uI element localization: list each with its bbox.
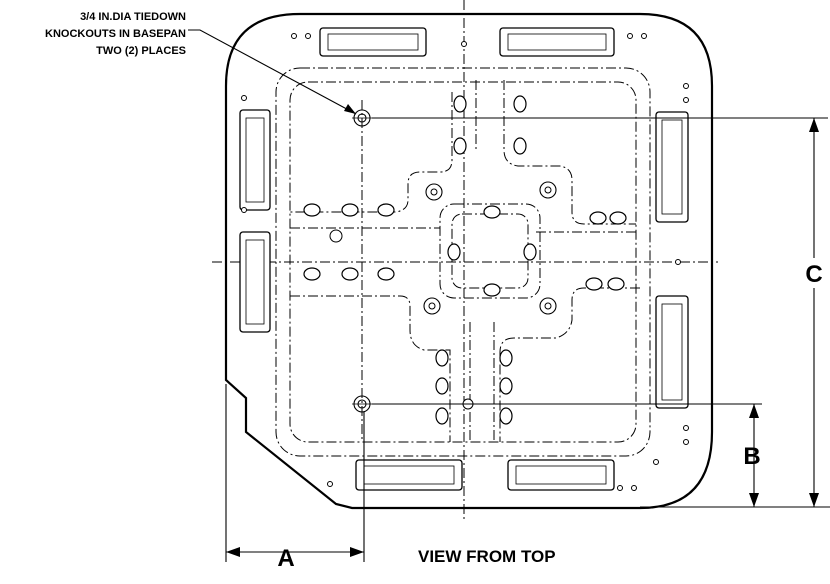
callout-line-2: KNOCKOUTS IN BASEPAN: [45, 28, 186, 40]
dimension-b: [372, 403, 830, 508]
channel-left: [290, 227, 451, 442]
callout-leader: [188, 29, 357, 115]
knockout-lower: [352, 395, 372, 413]
dimension-a-label: A: [277, 545, 294, 572]
slot-right-upper: [655, 111, 689, 223]
slot-bottom-right: [507, 459, 615, 491]
channel-top-right: [475, 80, 636, 225]
callout-arrowhead: [344, 104, 356, 114]
channel-bottom: [469, 322, 495, 442]
view-caption: VIEW FROM TOP: [418, 547, 556, 566]
callout-line-1: 3/4 IN.DIA TIEDOWN: [80, 11, 186, 23]
slot-right-lower: [655, 295, 689, 409]
callout-line-3: TWO (2) PLACES: [96, 45, 186, 57]
dimension-c-label-bg: [802, 258, 828, 288]
slot-bottom-left: [355, 459, 463, 491]
channel-right: [499, 231, 640, 442]
dimension-c: [372, 117, 828, 507]
slot-top-left: [319, 27, 427, 57]
center-square-inner: [451, 213, 529, 289]
channel-top: [290, 92, 453, 213]
dimension-c-label: C: [805, 261, 822, 288]
knockout-upper: [352, 109, 372, 127]
dimension-a: [225, 384, 365, 562]
basepan-outline: [224, 12, 714, 510]
dimension-b-label: B: [743, 443, 760, 470]
slot-left-upper: [239, 109, 271, 211]
center-square-outer: [439, 203, 541, 299]
pads: [303, 95, 627, 425]
corner-bosses: [423, 181, 557, 315]
slot-left-lower: [239, 231, 271, 333]
slot-top-right: [499, 27, 615, 57]
perimeter-holes: [241, 33, 689, 491]
